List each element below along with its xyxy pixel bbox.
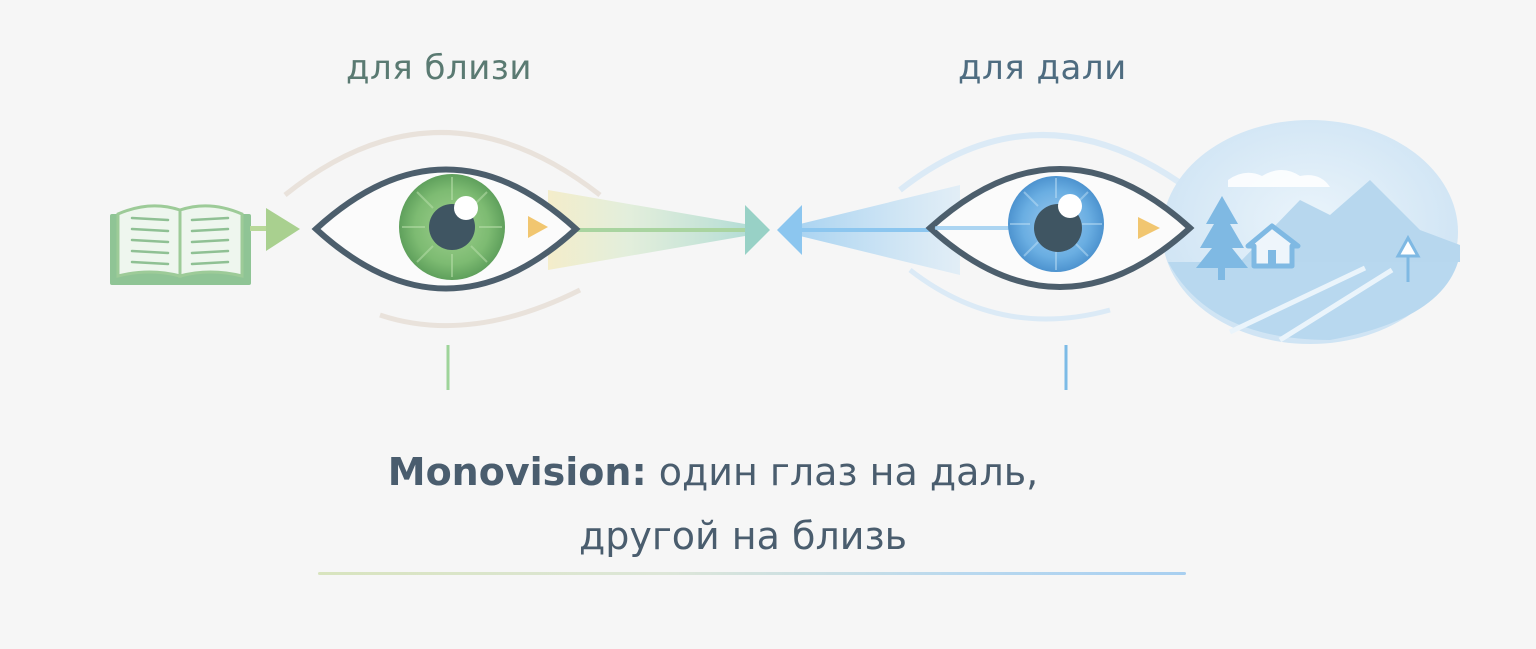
blue-eye-icon (925, 166, 1195, 290)
landscape-icon (1162, 120, 1460, 344)
green-eye-icon (311, 166, 581, 292)
caption: Monovision: один глаз на даль, другой на… (0, 440, 1426, 568)
caption-line-2: другой на близь (578, 514, 908, 558)
far-label: для дали (958, 48, 1127, 88)
open-book-icon (110, 204, 251, 285)
book-to-eye-arrow-icon (250, 208, 300, 251)
caption-line-1-text: один глаз на даль, (646, 450, 1039, 494)
near-label: для близи (346, 48, 532, 88)
caption-term: Monovision: (387, 450, 647, 494)
caption-underline (318, 572, 1186, 575)
near-focus-beam (548, 190, 770, 270)
caption-line-1: Monovision: один глаз на даль, (0, 440, 1426, 504)
